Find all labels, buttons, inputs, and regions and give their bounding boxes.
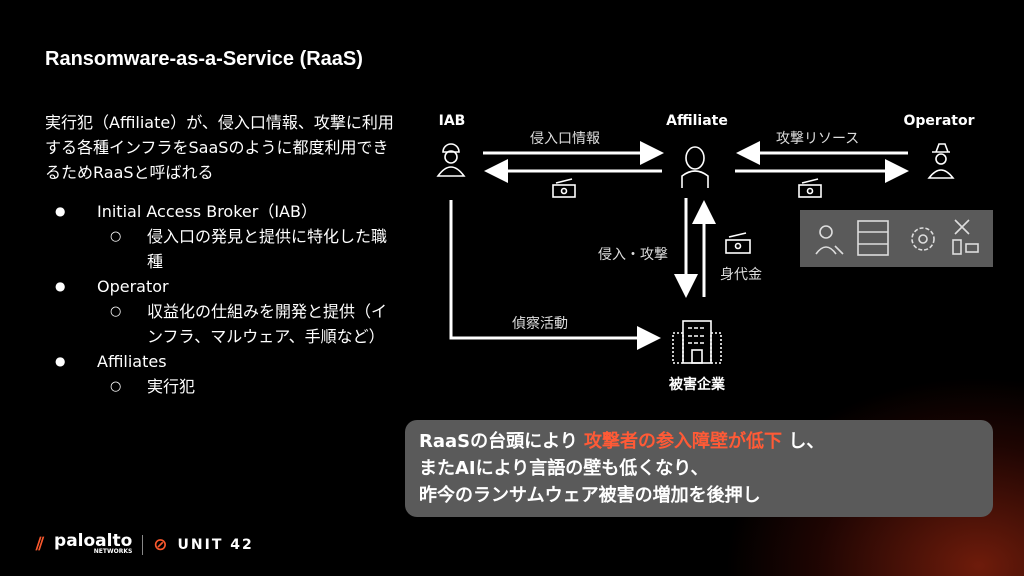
paloalto-logo: paloalto NETWORKS <box>54 531 133 556</box>
operator-tools-box <box>800 210 993 267</box>
slide-title: Ransomware-as-a-Service (RaaS) <box>45 48 363 70</box>
left-column: 実行犯（Affiliate）が、侵入口情報、攻撃に利用する各種インフラをSaaS… <box>45 110 395 399</box>
paloalto-logo-icon: ⫽ <box>36 534 45 555</box>
callout-pre: RaaSの台頭により <box>419 431 578 452</box>
label-victim: 被害企業 <box>669 377 725 393</box>
label-iab: IAB <box>438 113 466 129</box>
label-affiliate: Affiliate <box>666 113 728 129</box>
intro-text: 実行犯（Affiliate）が、侵入口情報、攻撃に利用する各種インフラをSaaS… <box>45 113 394 182</box>
affiliate-icon <box>681 146 709 188</box>
callout-post: し、 <box>788 431 825 452</box>
role-list: Initial Access Broker（IAB） 侵入口の発見と提供に特化し… <box>55 199 395 399</box>
sub-bullet-affiliates: 実行犯 <box>55 374 395 399</box>
sub-bullet-operator: 収益化の仕組みを開発と提供（インフラ、マルウェア、手順など） <box>55 299 395 349</box>
label-ransom: 身代金 <box>720 267 762 283</box>
label-intrusion: 侵入・攻撃 <box>598 247 668 263</box>
unit42-logo: UNIT 42 <box>177 536 254 553</box>
label-recon: 偵察活動 <box>512 316 568 332</box>
callout-line2: またAIにより言語の壁も低くなり、 <box>419 458 709 479</box>
operator-icon <box>927 143 955 179</box>
building-icon <box>672 320 722 364</box>
callout-box: RaaSの台頭により 攻撃者の参入障壁が低下 し、 またAIにより言語の壁も低く… <box>405 420 993 517</box>
paloalto-logo-text: paloalto <box>54 531 133 551</box>
logo-divider <box>142 534 144 555</box>
bullet-affiliates: Affiliates <box>55 349 395 374</box>
callout-highlight: 攻撃者の参入障壁が低下 <box>584 431 783 452</box>
arrow-recon <box>449 200 661 350</box>
sub-bullet-iab: 侵入口の発見と提供に特化した職種 <box>55 224 395 274</box>
label-attack-resources: 攻撃リソース <box>776 131 860 147</box>
footer-logos: ⫽ paloalto NETWORKS ⊘ UNIT 42 <box>36 531 254 556</box>
bullet-iab: Initial Access Broker（IAB） <box>55 199 395 224</box>
unit42-logo-icon: ⊘ <box>153 534 168 555</box>
label-operator: Operator <box>903 113 975 129</box>
label-access-info: 侵入口情報 <box>530 131 600 147</box>
iab-icon <box>436 143 466 177</box>
callout-line3: 昨今のランサムウェア被害の増加を後押し <box>419 485 761 506</box>
paloalto-logo-subtext: NETWORKS <box>93 548 133 555</box>
operator-tools-icons <box>815 219 979 256</box>
bullet-operator: Operator <box>55 274 395 299</box>
money-icon <box>552 178 822 254</box>
